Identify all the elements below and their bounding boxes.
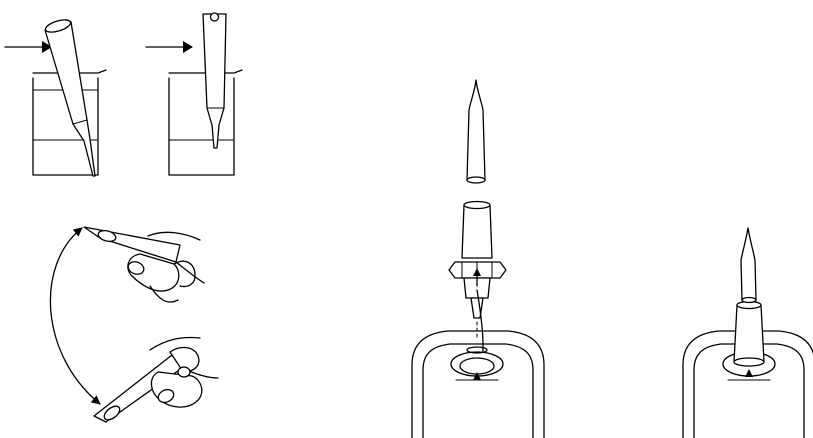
tip-installed-panel — [683, 228, 813, 438]
pipette-tilted-panel — [5, 17, 106, 176]
push-arrow-icon — [146, 41, 193, 53]
rotation-arrow-icon — [50, 228, 100, 404]
hand-icon — [94, 338, 218, 423]
hand-icon — [84, 227, 204, 302]
meter-housing-icon — [412, 331, 544, 438]
hand-rotation-panel — [50, 227, 218, 422]
tip-installed-icon — [734, 228, 764, 366]
pipette-upright-icon — [203, 13, 226, 148]
tip-holder-icon — [449, 202, 506, 377]
push-arrow-icon — [5, 41, 52, 53]
tip-holder-panel — [412, 80, 544, 438]
pipette-tilted-icon — [44, 17, 95, 176]
pipette-upright-panel — [146, 13, 242, 175]
sensor-tip-icon — [467, 80, 485, 183]
